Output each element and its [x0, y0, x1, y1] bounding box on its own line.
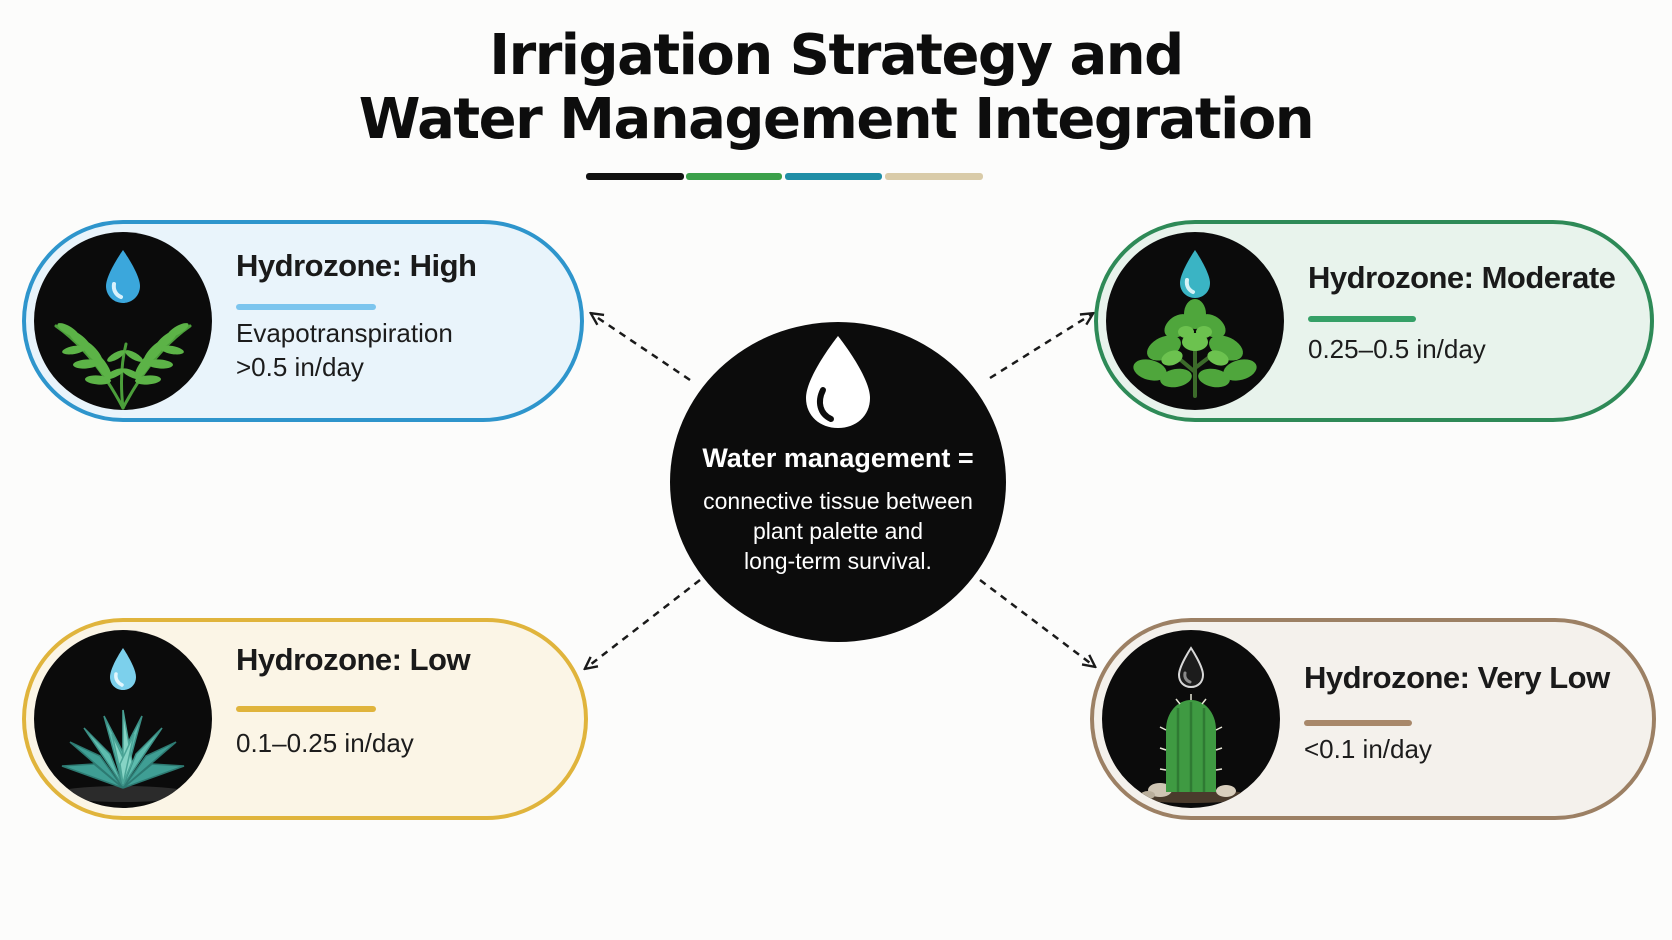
- title-line-2: Water Management Integration: [358, 87, 1315, 152]
- card-title-very-low: Hydrozone: Very Low: [1304, 660, 1610, 695]
- title-line-1: Irrigation Strategy and: [489, 23, 1184, 88]
- hydrozone-card-very-low: Hydrozone: Very Low <0.1 in/day: [1090, 618, 1656, 820]
- page-title: Irrigation Strategy and Water Management…: [0, 24, 1672, 152]
- hub-description: connective tissue between plant palette …: [684, 486, 992, 576]
- card-bar-very-low: [1304, 720, 1412, 726]
- central-hub: Water management = connective tissue bet…: [670, 322, 1006, 642]
- arrow-to-moderate: [989, 314, 1092, 380]
- card-bar-high: [236, 304, 376, 310]
- card-title-high: Hydrozone: High: [236, 248, 477, 283]
- card-high-line-1: Evapotranspiration: [236, 318, 453, 348]
- card-desc-moderate: 0.25–0.5 in/day: [1308, 332, 1486, 366]
- hub-line-1: connective tissue between: [703, 488, 973, 514]
- card-moderate-line-1: 0.25–0.5 in/day: [1308, 334, 1486, 364]
- card-bar-moderate: [1308, 316, 1416, 322]
- card-desc-high: Evapotranspiration >0.5 in/day: [236, 316, 453, 384]
- hub-heading: Water management =: [702, 443, 974, 473]
- hydrozone-card-high: Hydrozone: High Evapotranspiration >0.5 …: [22, 220, 584, 422]
- card-very-low-line-1: <0.1 in/day: [1304, 734, 1432, 764]
- card-high-line-2: >0.5 in/day: [236, 352, 364, 382]
- fern-icon: [34, 232, 212, 410]
- water-drop-icon: [806, 336, 870, 428]
- card-low-line-1: 0.1–0.25 in/day: [236, 728, 414, 758]
- card-title-moderate: Hydrozone: Moderate: [1308, 260, 1616, 295]
- arrow-to-high: [592, 314, 691, 382]
- title-bar-segment-green: [686, 173, 782, 180]
- hub-line-2: plant palette and: [752, 518, 924, 544]
- title-bar-segment-teal: [785, 173, 882, 180]
- hub-line-3: long-term survival.: [744, 548, 932, 574]
- cactus-icon: [1102, 630, 1280, 808]
- hydrozone-card-low: Hydrozone: Low 0.1–0.25 in/day: [22, 618, 588, 820]
- arrow-to-low: [586, 579, 701, 668]
- hydrozone-card-moderate: Hydrozone: Moderate 0.25–0.5 in/day: [1094, 220, 1654, 422]
- shrub-icon: [1106, 232, 1284, 410]
- title-bar-segment-black: [586, 173, 684, 180]
- card-desc-very-low: <0.1 in/day: [1304, 732, 1432, 766]
- card-bar-low: [236, 706, 376, 712]
- card-title-low: Hydrozone: Low: [236, 642, 471, 677]
- title-bar-segment-sand: [885, 173, 983, 180]
- arrow-to-very-low: [979, 579, 1094, 666]
- card-desc-low: 0.1–0.25 in/day: [236, 726, 414, 760]
- succulent-icon: [34, 630, 212, 808]
